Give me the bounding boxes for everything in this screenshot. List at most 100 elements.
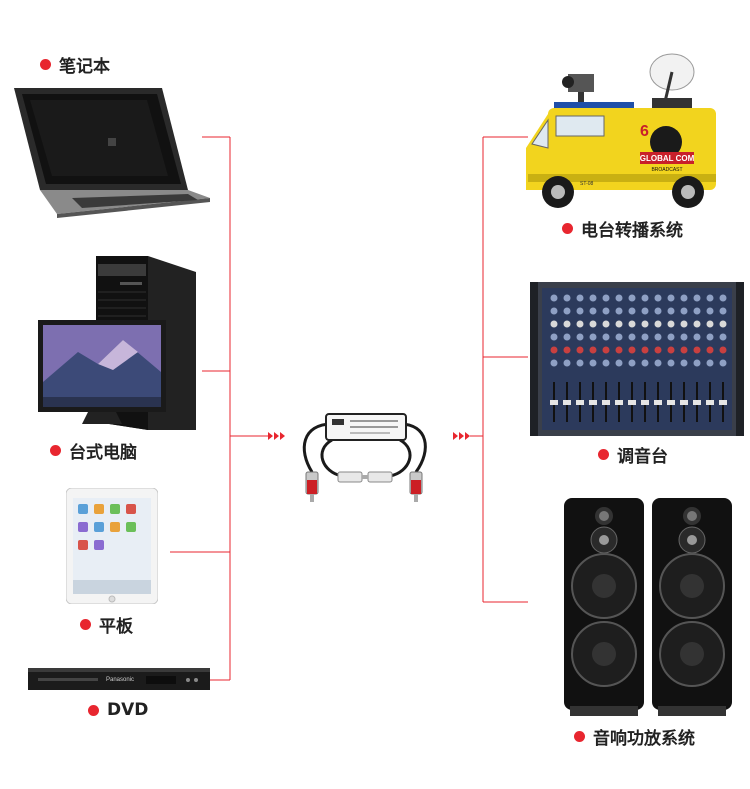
- mixer-knob: [641, 294, 649, 302]
- broadcast-van-icon: GLOBAL COM BROADCAST 6 ST-08: [526, 53, 716, 208]
- mixer-knob: [693, 333, 701, 341]
- mixer-knob: [706, 320, 714, 328]
- mixer-fader: [706, 400, 714, 405]
- mixer-knob: [667, 346, 675, 354]
- mixing-console-icon: [530, 282, 744, 436]
- mixer-knob: [654, 346, 662, 354]
- mixer-fader: [693, 400, 701, 405]
- tablet-icon: [66, 488, 158, 604]
- mixer-knob: [693, 346, 701, 354]
- mixer-fader: [550, 400, 558, 405]
- svg-text:Panasonic: Panasonic: [106, 677, 134, 683]
- mixer-knob: [602, 294, 610, 302]
- mixer-knob: [602, 346, 610, 354]
- mixer-knob: [667, 294, 675, 302]
- mixer-knob: [628, 333, 636, 341]
- mixer-knob: [628, 294, 636, 302]
- mixer-knob: [576, 320, 584, 328]
- right-arrows: [453, 432, 470, 440]
- mixer-fader: [667, 400, 675, 405]
- audio-isolator-icon: [302, 413, 427, 502]
- mixer-knob: [563, 294, 571, 302]
- mixer-knob: [706, 307, 714, 315]
- mixer-knob: [615, 333, 623, 341]
- mixer-knob: [563, 346, 571, 354]
- mixer-knob: [706, 359, 714, 367]
- mixer-knob: [563, 320, 571, 328]
- mixer-fader: [641, 400, 649, 405]
- mixer-knob: [628, 359, 636, 367]
- bullet-dot: [598, 449, 609, 460]
- mixer-knob: [563, 307, 571, 315]
- mixer-knob: [641, 346, 649, 354]
- mixer-fader: [628, 400, 636, 405]
- mixer-knob: [628, 346, 636, 354]
- mixer-knob: [719, 294, 727, 302]
- dvd-player-icon: Panasonic: [28, 668, 210, 690]
- mixer-knob: [589, 359, 597, 367]
- mixer-knob: [615, 359, 623, 367]
- svg-text:6: 6: [640, 123, 649, 140]
- bullet-dot: [80, 619, 91, 630]
- mixer-knob: [667, 307, 675, 315]
- mixer-fader: [563, 400, 571, 405]
- left-arrows: [268, 432, 285, 440]
- mixer-fader: [576, 400, 584, 405]
- mixer-knob: [680, 359, 688, 367]
- mixer-knob: [589, 346, 597, 354]
- mixer-knob: [615, 320, 623, 328]
- mixer-fader: [680, 400, 688, 405]
- laptop-label: 笔记本: [40, 52, 110, 77]
- speakers-label: 音响功放系统: [574, 724, 695, 749]
- mixer-knob: [654, 307, 662, 315]
- mixer-knob: [550, 307, 558, 315]
- mixer-knob: [719, 333, 727, 341]
- mixer-knob: [563, 359, 571, 367]
- svg-text:GLOBAL COM: GLOBAL COM: [640, 154, 695, 163]
- desktop-computer-icon: [38, 256, 196, 430]
- mixer-label: 调音台: [598, 442, 668, 467]
- laptop-icon: [14, 88, 210, 218]
- mixer-knob: [693, 307, 701, 315]
- mixer-knob: [680, 307, 688, 315]
- bullet-dot: [88, 704, 99, 716]
- svg-text:BROADCAST: BROADCAST: [651, 167, 682, 173]
- mixer-knob: [641, 333, 649, 341]
- mixer-fader: [589, 400, 597, 405]
- mixer-knob: [706, 346, 714, 354]
- mixer-knob: [576, 346, 584, 354]
- broadcast-label: 电台转播系统: [562, 216, 683, 241]
- mixer-knob: [719, 359, 727, 367]
- mixer-knob: [680, 320, 688, 328]
- mixer-knob: [667, 359, 675, 367]
- mixer-knob: [654, 359, 662, 367]
- mixer-knob: [615, 346, 623, 354]
- mixer-knob: [550, 359, 558, 367]
- mixer-fader: [719, 400, 727, 405]
- mixer-knob: [667, 320, 675, 328]
- mixer-knob: [706, 333, 714, 341]
- dvd-label: DVD: [88, 700, 148, 720]
- mixer-knob: [563, 333, 571, 341]
- bullet-dot: [50, 445, 61, 456]
- mixer-knob: [706, 294, 714, 302]
- mixer-knob: [602, 333, 610, 341]
- mixer-knob: [680, 333, 688, 341]
- mixer-knob: [615, 294, 623, 302]
- bullet-dot: [574, 731, 585, 742]
- mixer-knob: [602, 359, 610, 367]
- mixer-knob: [589, 307, 597, 315]
- mixer-knob: [680, 294, 688, 302]
- mixer-knob: [576, 307, 584, 315]
- mixer-knob: [550, 346, 558, 354]
- speakers-icon: [564, 498, 732, 716]
- mixer-knob: [680, 346, 688, 354]
- mixer-knob: [589, 320, 597, 328]
- mixer-fader: [602, 400, 610, 405]
- mixer-knob: [654, 320, 662, 328]
- mixer-fader: [615, 400, 623, 405]
- mixer-knob: [628, 320, 636, 328]
- mixer-knob: [576, 294, 584, 302]
- desktop-label: 台式电脑: [50, 438, 137, 463]
